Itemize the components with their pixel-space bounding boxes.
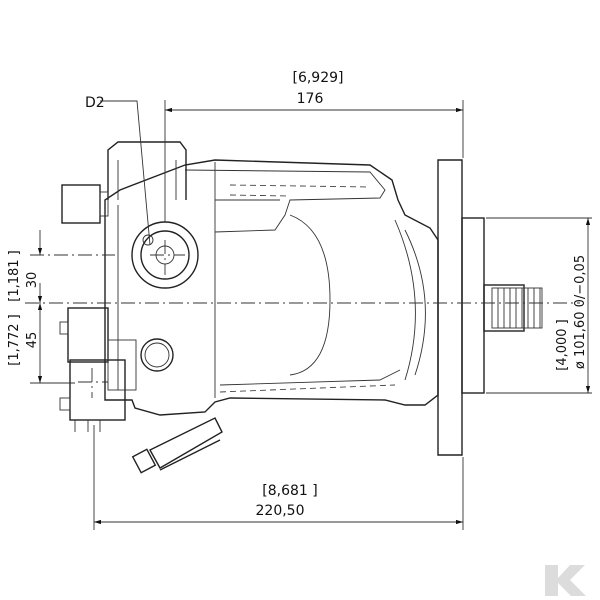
bottom-dimension-mm: 220,50 (256, 503, 305, 519)
bottom-dimension: [8,681 ] 220,50 (93, 425, 464, 530)
brand-logo (545, 565, 586, 596)
pump-body (59, 141, 543, 474)
left-upper-mm: 30 (25, 272, 40, 289)
top-dimension-inch: [6,929] (292, 70, 343, 86)
shaft-dimension-mm: ø 101,60 0/−0,05 (573, 255, 588, 369)
shaft-dimension: [4,000 ] ø 101,60 0/−0,05 (486, 217, 592, 394)
centerlines (25, 254, 580, 384)
port-d2-callout: D2 (85, 95, 151, 246)
shaft-dimension-inch: [4,000 ] (555, 319, 570, 371)
left-dimensions: [1,181 ] 30 [1,772 ] 45 (7, 230, 43, 383)
left-lower-inch: [1,772 ] (7, 314, 22, 366)
bottom-dimension-inch: [8,681 ] (262, 483, 317, 499)
top-dimension: [6,929] 176 (164, 70, 464, 222)
top-dimension-mm: 176 (297, 91, 324, 107)
left-lower-mm: 45 (25, 332, 40, 349)
port-d2-label: D2 (85, 95, 105, 111)
left-upper-inch: [1,181 ] (7, 250, 22, 302)
